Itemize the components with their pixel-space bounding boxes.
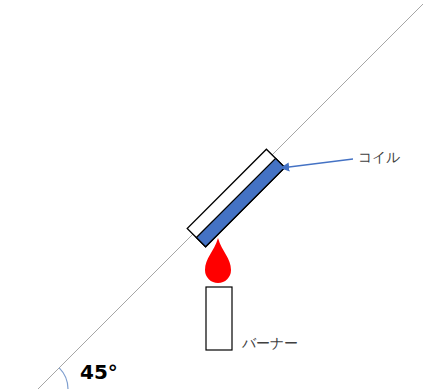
part-label: バーナー bbox=[242, 335, 298, 352]
incline-line bbox=[36, 4, 423, 389]
flame bbox=[205, 238, 231, 283]
angle-arc bbox=[59, 368, 68, 389]
part-label: コイル bbox=[358, 149, 400, 166]
angle-label: 45° bbox=[80, 360, 118, 384]
coil bbox=[187, 149, 285, 247]
leader-arrow bbox=[281, 159, 353, 168]
burner bbox=[206, 287, 232, 350]
